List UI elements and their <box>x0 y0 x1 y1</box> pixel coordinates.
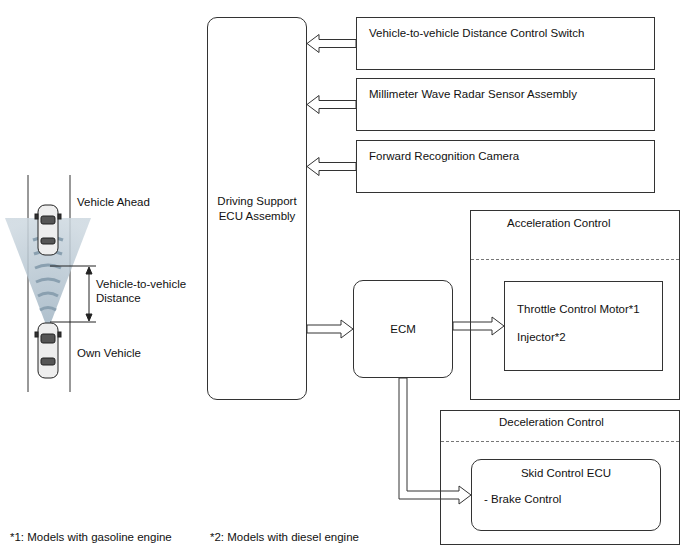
vehicle-label: Own Vehicle <box>77 346 141 360</box>
ecu-box: Driving Support ECU Assembly <box>207 17 307 400</box>
hollow-arrow <box>307 35 356 53</box>
node-title: Deceleration Control <box>499 415 671 429</box>
node-text: Injector*2 <box>517 330 650 344</box>
footnote: *2: Models with diesel engine <box>210 530 359 544</box>
hollow-arrow <box>453 317 504 335</box>
distance-label: Vehicle-to-vehicle Distance <box>96 277 196 306</box>
node-title: Forward Recognition Camera <box>369 149 642 163</box>
ecm-box: ECM <box>353 280 453 378</box>
node-title: Throttle Control Motor*1 <box>517 302 650 316</box>
footnote: *1: Models with gasoline engine <box>10 530 172 544</box>
dashed-divider <box>471 259 679 260</box>
node-title: Millimeter Wave Radar Sensor Assembly <box>369 87 642 101</box>
vehicle-label: Vehicle Ahead <box>77 195 150 209</box>
input-box: Forward Recognition Camera <box>356 140 655 193</box>
input-box: Millimeter Wave Radar Sensor Assembly <box>356 78 655 131</box>
vehicle-ahead-car <box>35 205 61 255</box>
control-band: Acceleration ControlThrottle Control Mot… <box>470 210 680 400</box>
skid-ecu-box: Skid Control ECU - Brake Control <box>471 459 661 531</box>
node-title: Skid Control ECU <box>484 466 648 480</box>
node-title: Vehicle-to-vehicle Distance Control Swit… <box>369 26 642 40</box>
actuator-box: Throttle Control Motor*1Injector*2 <box>504 281 663 371</box>
node-title: Driving Support ECU Assembly <box>214 194 300 223</box>
hollow-arrow <box>307 158 356 176</box>
node-text: - Brake Control <box>484 492 648 506</box>
hollow-arrow <box>307 96 356 114</box>
own-vehicle-car <box>35 323 61 378</box>
road-edge <box>28 175 29 392</box>
node-title: ECM <box>390 322 416 336</box>
hollow-arrow <box>307 320 353 338</box>
road-edge <box>70 175 71 392</box>
distance-dimension <box>50 266 96 322</box>
node-title: Acceleration Control <box>507 216 671 230</box>
input-box: Vehicle-to-vehicle Distance Control Swit… <box>356 17 655 70</box>
dashed-divider <box>441 441 679 442</box>
control-band: Deceleration ControlSkid Control ECU - Br… <box>440 410 680 545</box>
